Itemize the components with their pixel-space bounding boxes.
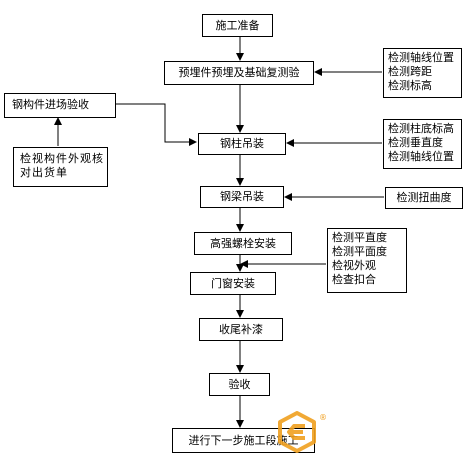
step-embedded-parts: 预埋件预埋及基础复测验 <box>164 61 314 85</box>
check-group-4: 检测平直度 检测平面度 检视外观 检查扣合 <box>327 228 407 293</box>
check-group-2-line-3: 检测轴线位置 <box>388 150 454 163</box>
step-acceptance: 验收 <box>209 373 270 396</box>
check-group-1: 检测轴线位置 检测跨距 检测标高 <box>383 48 462 98</box>
check-group-2: 检测柱底标高 检测垂直度 检测轴线位置 <box>383 119 462 169</box>
check-group-2-line-2: 检测垂直度 <box>388 136 443 149</box>
step-final-paint: 收尾补漆 <box>199 318 283 341</box>
check-group-1-line-1: 检测轴线位置 <box>388 51 454 64</box>
appearance-check-line-2: 对出货单 <box>20 166 68 179</box>
step-beam-hoisting-label: 钢梁吊装 <box>220 190 264 203</box>
check-group-2-line-1: 检测柱底标高 <box>388 122 454 135</box>
hexagon-logo-icon: ® <box>275 410 327 456</box>
receiving-inspection-box: 钢构件进场验收 <box>4 93 116 118</box>
step-construction-prep: 施工准备 <box>202 14 273 37</box>
step-column-hoisting: 钢柱吊装 <box>198 133 286 155</box>
step-construction-prep-label: 施工准备 <box>215 18 260 32</box>
appearance-check-box: 检视构件外观核 对出货单 <box>13 147 108 187</box>
registered-mark: ® <box>319 413 327 422</box>
appearance-check-line-1: 检视构件外观核 <box>20 152 104 165</box>
check-group-1-line-3: 检测标高 <box>388 79 432 92</box>
check-group-4-line-3: 检视外观 <box>332 259 376 272</box>
receiving-inspection-label: 钢构件进场验收 <box>12 98 89 111</box>
arrow-receiving-in <box>116 103 197 146</box>
step-bolt-install-label: 高强螺栓安装 <box>210 236 276 250</box>
step-acceptance-label: 验收 <box>228 377 251 391</box>
step-window-install-label: 门窗安装 <box>211 276 255 290</box>
check-group-4-line-1: 检测平直度 <box>332 231 387 244</box>
step-next-section-label: 进行下一步施工段施工 <box>188 433 299 447</box>
step-embedded-parts-label: 预埋件预埋及基础复测验 <box>178 66 300 79</box>
check-group-3: 检测扭曲度 <box>385 187 463 209</box>
step-final-paint-label: 收尾补漆 <box>219 322 263 336</box>
check-group-4-line-4: 检查扣合 <box>332 273 376 286</box>
step-column-hoisting-label: 钢柱吊装 <box>220 137 264 150</box>
step-window-install: 门窗安装 <box>190 272 276 295</box>
check-group-4-line-2: 检测平面度 <box>332 245 387 258</box>
check-group-3-label: 检测扭曲度 <box>396 191 452 204</box>
step-beam-hoisting: 钢梁吊装 <box>200 186 284 208</box>
step-bolt-install: 高强螺栓安装 <box>194 232 292 255</box>
check-group-1-line-2: 检测跨距 <box>388 65 432 78</box>
